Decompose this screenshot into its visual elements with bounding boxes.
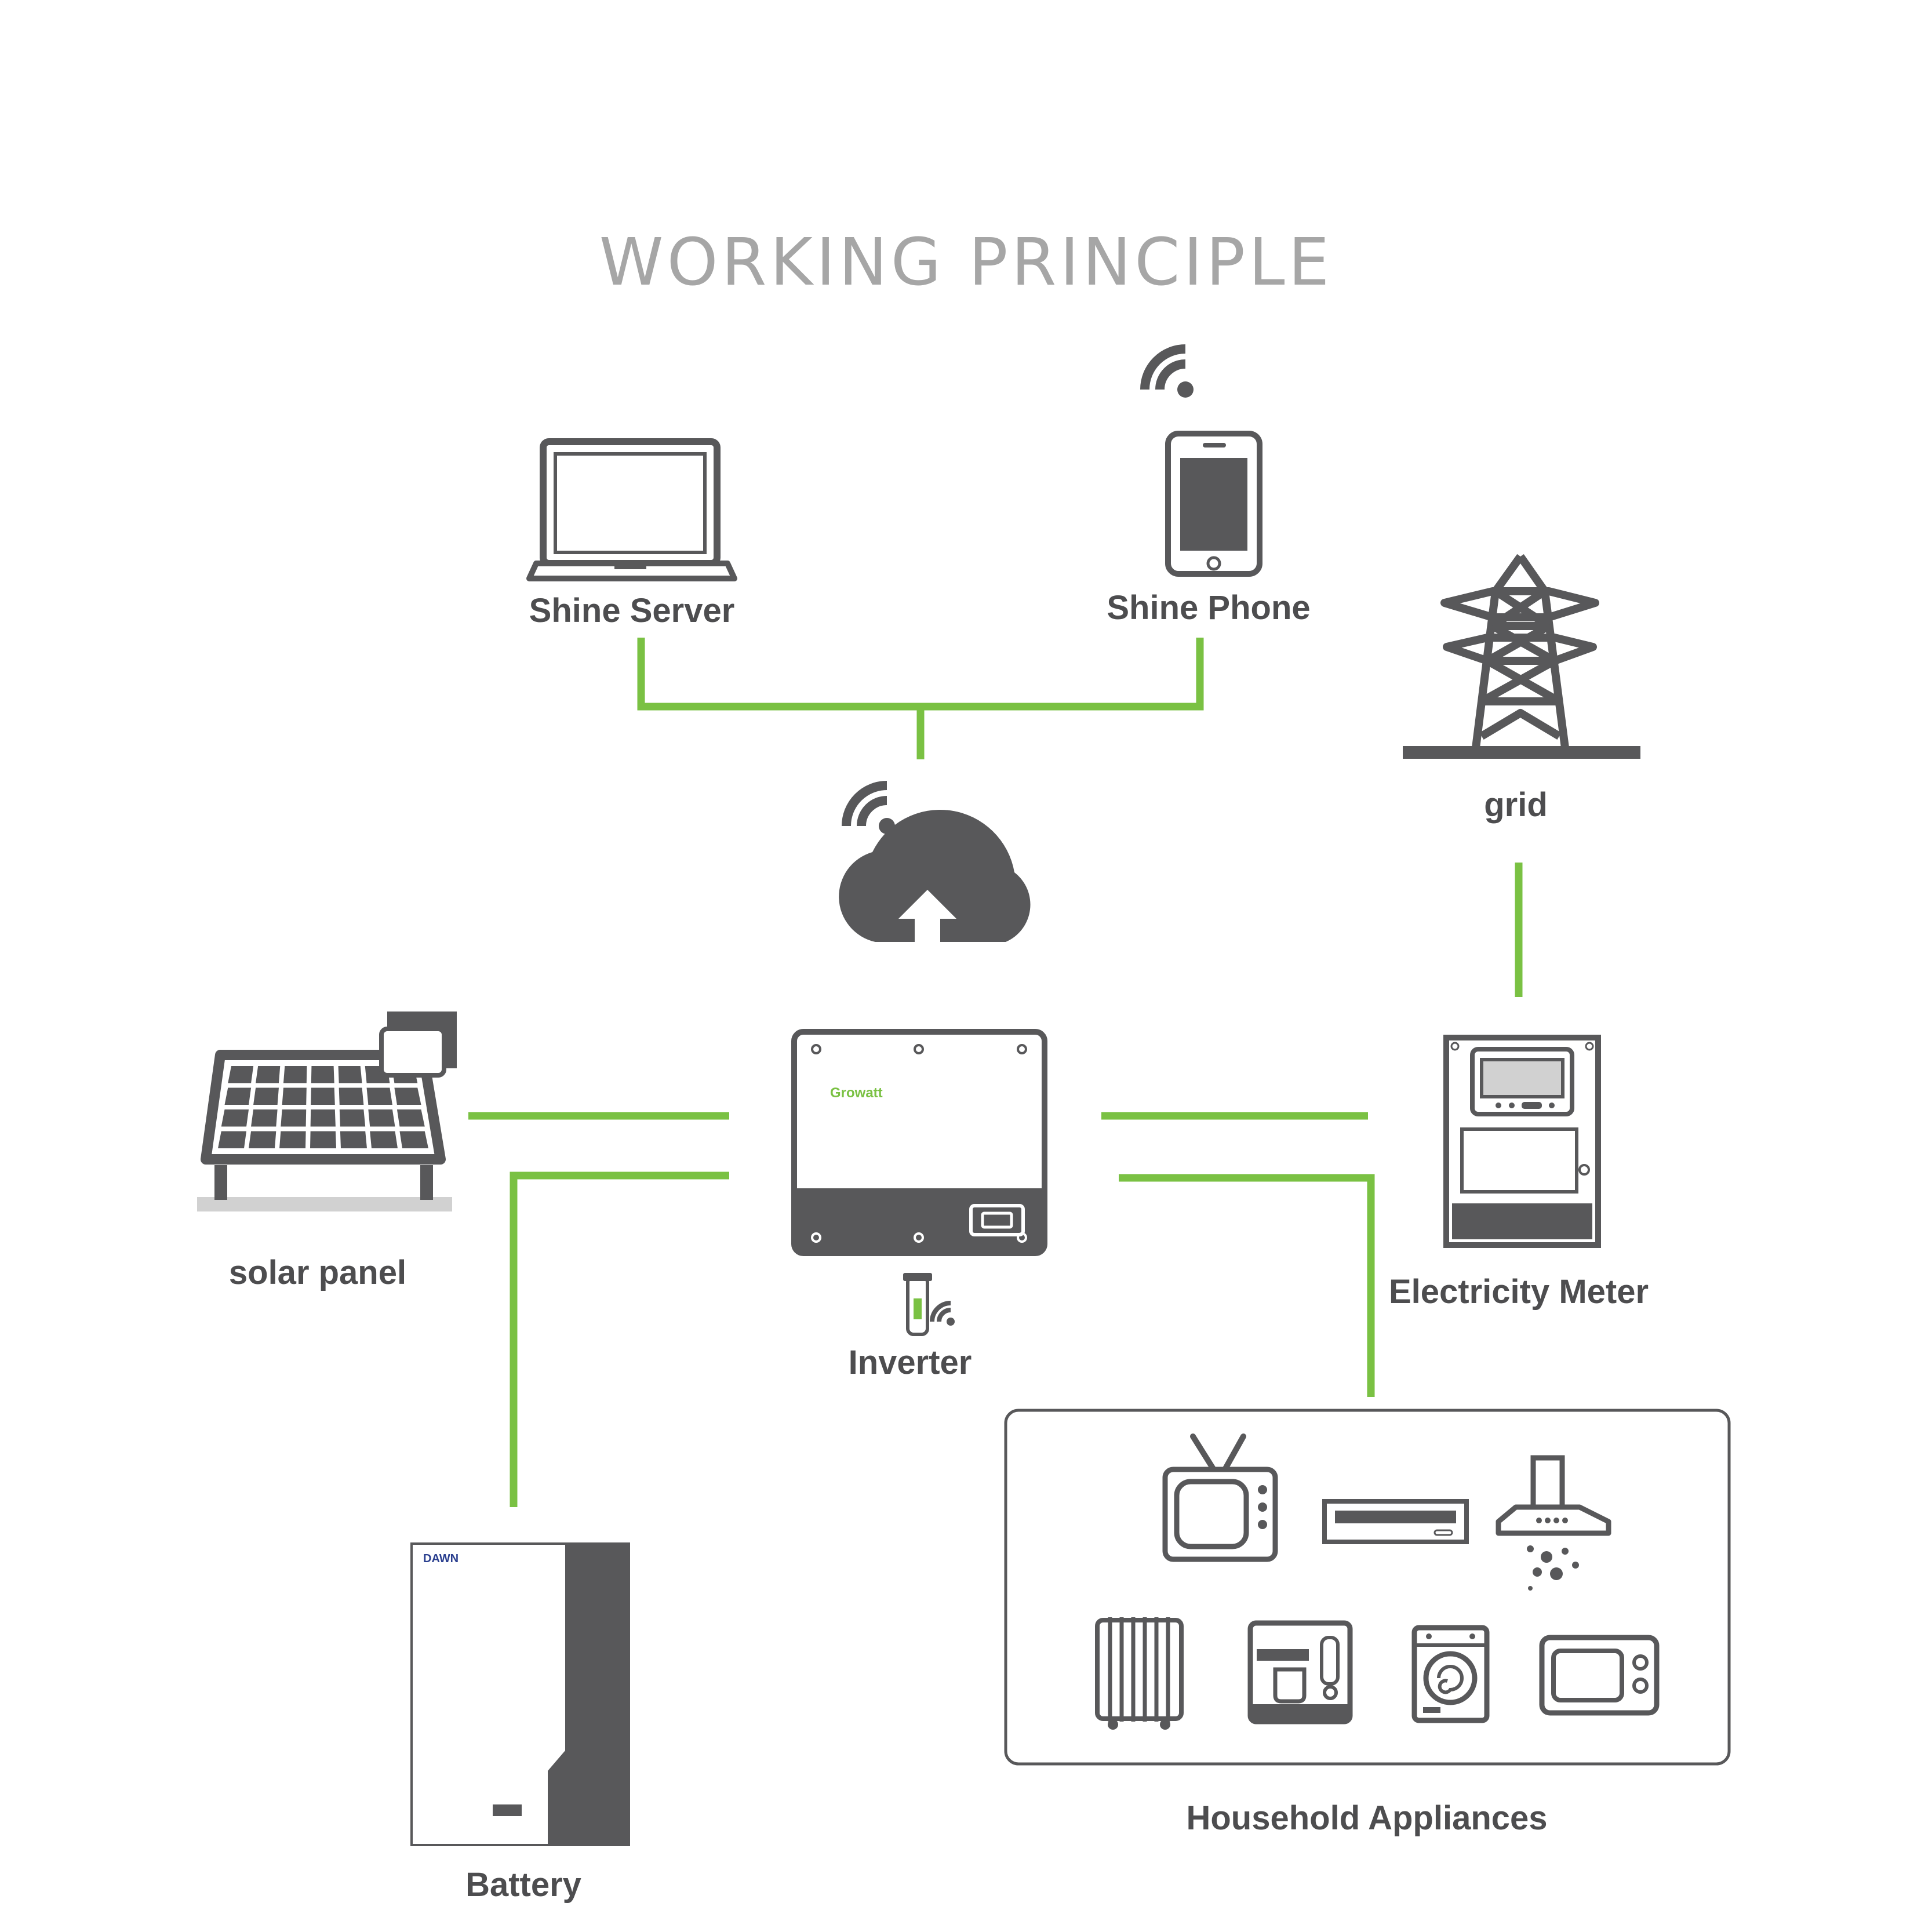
range-hood-icon bbox=[1496, 1455, 1611, 1591]
solar-cell bbox=[368, 1109, 395, 1127]
cloud-upload-icon bbox=[839, 809, 1031, 944]
solar-cell bbox=[399, 1131, 428, 1148]
coffee-machine-icon bbox=[1247, 1620, 1353, 1724]
electricity-meter-icon bbox=[1443, 1035, 1601, 1248]
wifi-dongle-icon bbox=[903, 1273, 932, 1336]
connector-battery-inverter bbox=[510, 1171, 729, 1507]
solar-cell bbox=[282, 1087, 307, 1105]
laptop-icon bbox=[526, 438, 737, 581]
connector-server-phone bbox=[637, 638, 1204, 711]
solar-cell bbox=[396, 1109, 425, 1127]
solar-cell bbox=[249, 1131, 276, 1148]
label-solar-panel: solar panel bbox=[228, 1254, 407, 1291]
solar-cell bbox=[339, 1087, 364, 1105]
label-inverter: Inverter bbox=[848, 1344, 972, 1381]
label-grid: grid bbox=[1484, 786, 1548, 824]
solar-cell bbox=[394, 1087, 421, 1105]
solar-cell bbox=[338, 1066, 362, 1083]
label-battery: Battery bbox=[465, 1866, 581, 1904]
solar-cell bbox=[370, 1131, 398, 1148]
solar-panel-icon bbox=[197, 1012, 457, 1211]
connector-inverter-appliances bbox=[1119, 1174, 1375, 1397]
battery-brand-logo: DAWN bbox=[423, 1552, 459, 1565]
smartphone-icon bbox=[1165, 431, 1262, 577]
label-shine-server: Shine Server bbox=[529, 592, 735, 630]
solar-cells bbox=[218, 1066, 428, 1148]
solar-cell bbox=[228, 1066, 254, 1083]
radiator-heater-icon bbox=[1095, 1617, 1184, 1730]
label-shine-phone: Shine Phone bbox=[1107, 589, 1311, 627]
solar-cell bbox=[253, 1087, 279, 1105]
microwave-icon bbox=[1539, 1635, 1660, 1716]
washing-machine-icon bbox=[1411, 1625, 1490, 1723]
solar-cell bbox=[366, 1087, 392, 1105]
solar-cell bbox=[310, 1131, 336, 1148]
ground-bar bbox=[1403, 746, 1640, 759]
battery-icon: DAWN bbox=[410, 1542, 630, 1846]
connectors bbox=[468, 638, 1523, 1507]
solar-cell bbox=[218, 1131, 247, 1148]
label-household-appliances: Household Appliances bbox=[1186, 1799, 1548, 1837]
label-electricity-meter: Electricity Meter bbox=[1388, 1273, 1649, 1311]
solar-cell bbox=[256, 1066, 281, 1083]
inverter-icon: Growatt bbox=[791, 1029, 1047, 1256]
wifi-icon bbox=[842, 781, 895, 834]
wifi-icon bbox=[1140, 344, 1194, 398]
wifi-icon bbox=[930, 1301, 955, 1326]
inverter-brand-logo: Growatt bbox=[830, 1085, 883, 1101]
solar-cell bbox=[339, 1109, 366, 1127]
solar-cell bbox=[310, 1109, 336, 1127]
power-tower-icon bbox=[1440, 554, 1599, 748]
solar-cell bbox=[311, 1087, 335, 1105]
tv-icon bbox=[1162, 1433, 1278, 1562]
solar-cell bbox=[251, 1109, 278, 1127]
solar-cell bbox=[279, 1131, 306, 1148]
solar-cell bbox=[221, 1109, 249, 1127]
page-title: WORKING PRINCIPLE bbox=[599, 225, 1333, 300]
dvd-player-icon bbox=[1322, 1499, 1469, 1544]
solar-cell bbox=[281, 1109, 307, 1127]
solar-cell bbox=[311, 1066, 334, 1083]
solar-cell bbox=[224, 1087, 252, 1105]
solar-cell bbox=[283, 1066, 307, 1083]
solar-cell bbox=[340, 1131, 367, 1148]
